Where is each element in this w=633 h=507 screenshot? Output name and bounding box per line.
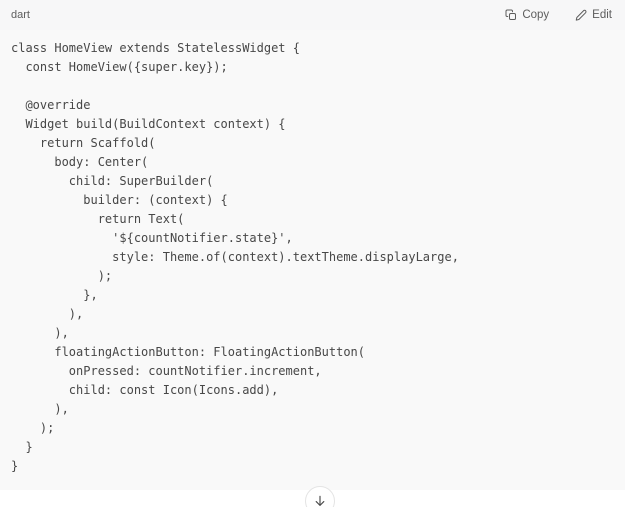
copy-button[interactable]: Copy [505,9,549,21]
code-content: class HomeView extends StatelessWidget {… [11,41,459,473]
scroll-to-bottom-button[interactable] [305,486,335,507]
code-block: dart Copy Edit class HomeView exten [0,0,625,473]
code-language-label: dart [11,9,30,21]
edit-button-label: Edit [592,9,612,21]
copy-button-label: Copy [522,9,550,21]
edit-button[interactable]: Edit [575,9,612,21]
arrow-down-icon [315,495,325,506]
code-block-header: dart Copy Edit [0,0,625,30]
pencil-icon [575,9,587,21]
copy-icon [505,9,517,20]
code-block-actions: Copy Edit [505,9,612,21]
